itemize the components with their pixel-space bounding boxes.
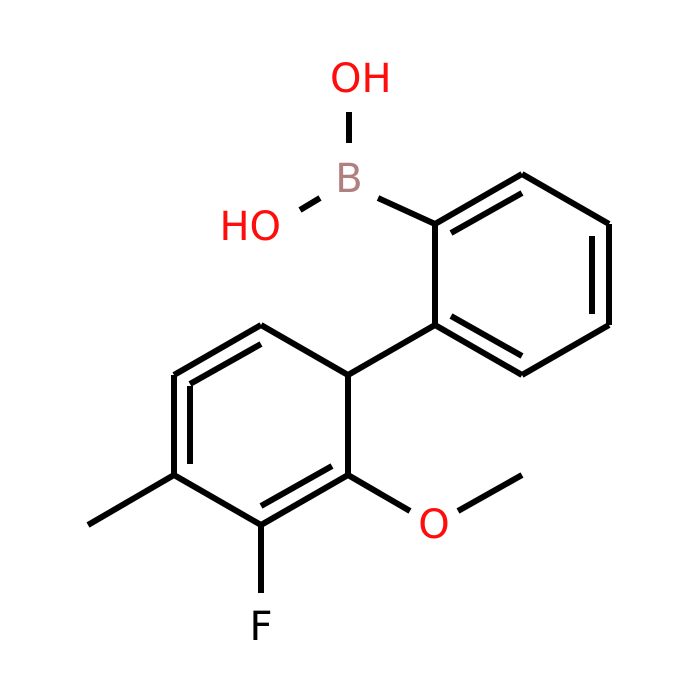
bond-biaryl bbox=[346, 322, 437, 378]
bond-ring-a-inner-1 bbox=[449, 190, 524, 236]
atom-label-methoxy-oxygen: O bbox=[418, 502, 449, 548]
bond-ring-b-1 bbox=[259, 322, 350, 378]
bond-ring-to-boron bbox=[376, 195, 437, 227]
bond-ring-to-methoxy-o bbox=[346, 472, 412, 514]
atom-label-oh-left: HO bbox=[219, 204, 281, 250]
bond-methoxy-o-to-methyl bbox=[456, 472, 524, 514]
bond-ring-b-inner-1 bbox=[188, 341, 263, 387]
bond-methyl bbox=[86, 472, 176, 528]
bonds bbox=[86, 112, 612, 593]
bond-ring-b-5 bbox=[259, 472, 350, 528]
bond-ring-a-1 bbox=[433, 171, 524, 227]
bond-ring-a-5 bbox=[433, 322, 524, 378]
bond-ring-a-inner-3 bbox=[449, 313, 524, 359]
atom-label-fluorine: F bbox=[249, 604, 272, 650]
atom-label-oh-top: OH bbox=[330, 56, 392, 102]
bond-boron-to-oh-left bbox=[298, 195, 322, 213]
bond-ring-b-2 bbox=[172, 322, 263, 378]
bond-ring-b-4 bbox=[172, 472, 263, 528]
bond-ring-a-4 bbox=[520, 322, 611, 378]
atom-label-boron: B bbox=[335, 156, 362, 202]
bond-ring-b-inner-4 bbox=[259, 463, 334, 509]
atom-labels: OH B HO O F bbox=[219, 56, 449, 650]
bond-ring-a-2 bbox=[520, 171, 611, 227]
